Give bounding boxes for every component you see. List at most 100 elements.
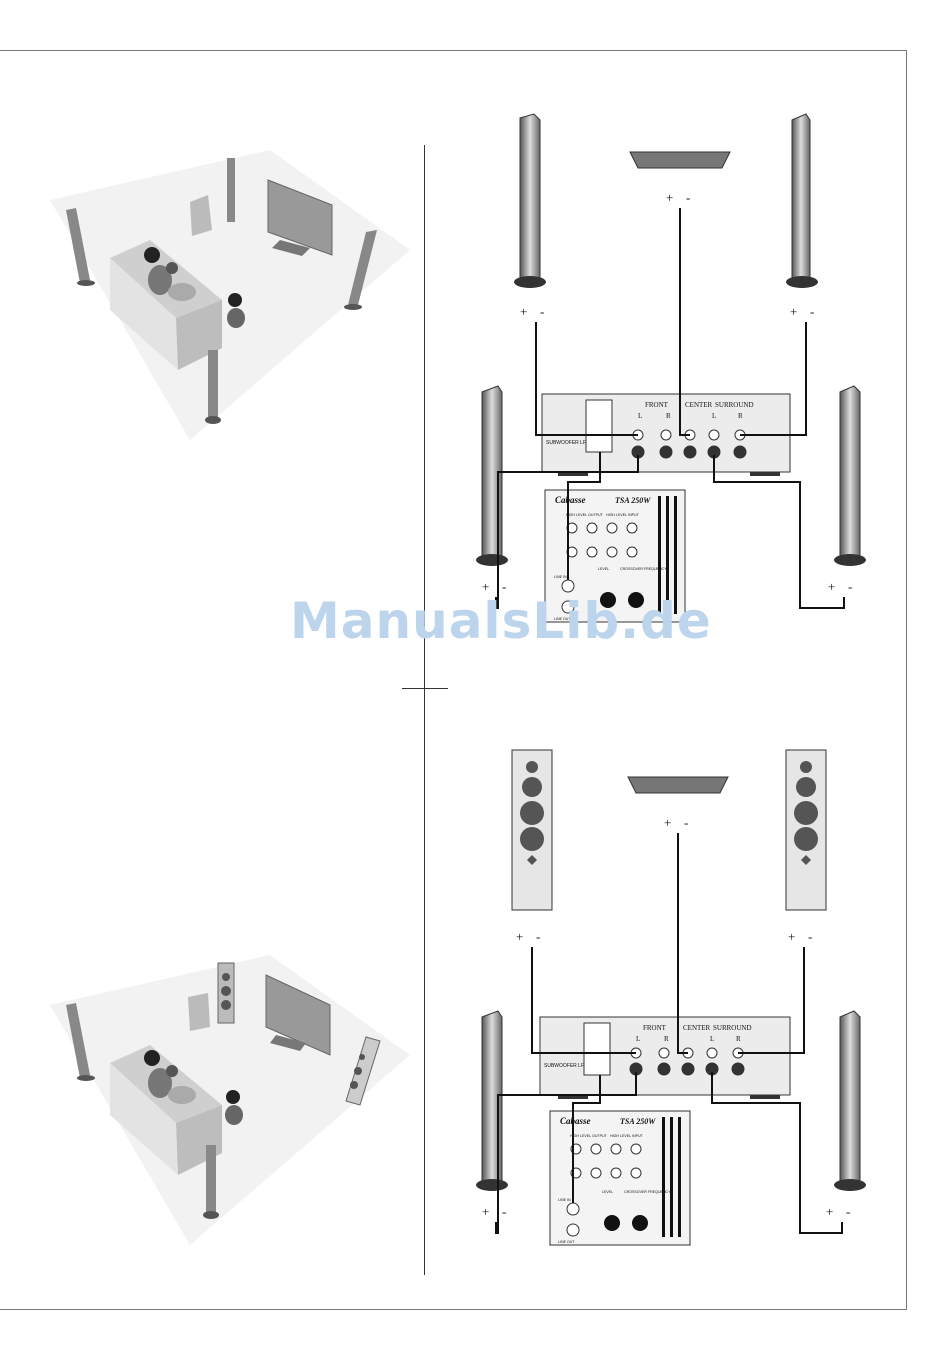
front-right-wire — [740, 322, 807, 436]
center-speaker — [629, 151, 731, 169]
svg-text:SURROUND: SURROUND — [713, 1024, 752, 1032]
svg-text:R: R — [736, 1035, 741, 1043]
room-illustration-top — [40, 140, 420, 460]
svg-text:-: - — [536, 929, 540, 944]
svg-text:LINE OUT: LINE OUT — [558, 1240, 575, 1244]
rear-center-speaker — [227, 158, 235, 222]
person-2 — [166, 262, 178, 274]
crossover-knob — [632, 1215, 648, 1231]
subwoofer-box — [190, 195, 212, 236]
svg-text:L: L — [636, 1035, 640, 1043]
watermark: ManualsLib.de — [290, 592, 712, 650]
svg-text:-: - — [810, 304, 814, 319]
level-knob — [600, 592, 616, 608]
front-left-speaker — [66, 1003, 90, 1078]
svg-text:+: + — [520, 304, 527, 319]
surround-right-wire — [711, 1072, 843, 1234]
svg-text:L: L — [710, 1035, 714, 1043]
front-right-wire — [738, 947, 805, 1054]
svg-text:R: R — [738, 412, 743, 420]
svg-text:L: L — [712, 412, 716, 420]
svg-text:Cabasse: Cabasse — [555, 495, 586, 505]
svg-text:FRONT: FRONT — [643, 1024, 667, 1032]
svg-text:-: - — [846, 1204, 850, 1219]
surround-left-speaker — [476, 1010, 508, 1191]
person-2 — [166, 1065, 178, 1077]
svg-text:LINE IN: LINE IN — [558, 1198, 571, 1202]
front-left-speaker — [66, 208, 90, 283]
svg-text:TSA 250W: TSA 250W — [615, 496, 651, 505]
tv-screen — [265, 974, 331, 1056]
center-wire — [677, 833, 688, 1054]
svg-text:R: R — [666, 412, 671, 420]
svg-text:-: - — [808, 929, 812, 944]
surround-right-speaker — [834, 1010, 866, 1191]
front-right-speaker — [348, 230, 377, 305]
svg-text:SUBWOOFER LFE: SUBWOOFER LFE — [546, 440, 590, 446]
svg-text:+: + — [482, 1204, 489, 1219]
wiring-diagram-2: +- +- +- +- +- FRONT CENTER SURROUND SUB… — [440, 735, 910, 1265]
surround-left-speaker — [476, 385, 508, 566]
svg-text:LEVEL: LEVEL — [602, 1190, 613, 1194]
svg-text:SURROUND: SURROUND — [715, 401, 754, 409]
svg-text:+: + — [482, 579, 489, 594]
child — [226, 1090, 240, 1104]
svg-text:L: L — [638, 412, 642, 420]
horizontal-divider — [402, 688, 448, 689]
svg-text:CROSSOVER FREQUENCY: CROSSOVER FREQUENCY — [620, 567, 667, 571]
page-frame — [0, 50, 907, 1310]
front-right-speaker — [786, 113, 818, 288]
svg-text:-: - — [686, 190, 690, 205]
svg-text:R: R — [664, 1035, 669, 1043]
svg-text:+: + — [666, 190, 673, 205]
svg-text:LEVEL: LEVEL — [598, 567, 609, 571]
svg-text:CENTER: CENTER — [683, 1024, 711, 1032]
svg-text:TSA 250W: TSA 250W — [620, 1117, 656, 1126]
svg-text:-: - — [502, 579, 506, 594]
center-wire — [679, 208, 690, 436]
svg-text:LINE OUT: LINE OUT — [554, 617, 571, 621]
svg-text:+: + — [788, 929, 795, 944]
svg-text:HIGH LEVEL OUTPUT: HIGH LEVEL OUTPUT — [566, 513, 604, 517]
tv-screen — [267, 179, 333, 256]
svg-text:+: + — [828, 579, 835, 594]
person-1 — [144, 247, 160, 263]
lfe-cable — [567, 452, 601, 580]
lfe-cable — [572, 1075, 601, 1203]
svg-text:HIGH LEVEL OUTPUT: HIGH LEVEL OUTPUT — [570, 1134, 608, 1138]
svg-text:+: + — [790, 304, 797, 319]
surround-left-wire — [495, 455, 639, 609]
child — [228, 293, 242, 307]
svg-text:HIGH LEVEL INPUT: HIGH LEVEL INPUT — [610, 1134, 644, 1138]
svg-text:-: - — [502, 1204, 506, 1219]
surround-right-speaker — [834, 385, 866, 566]
level-knob — [604, 1215, 620, 1231]
vertical-divider — [424, 145, 425, 1275]
svg-text:-: - — [848, 579, 852, 594]
svg-text:CENTER: CENTER — [685, 401, 713, 409]
front-left-wire — [531, 947, 636, 1054]
surround-left-wire — [495, 1072, 637, 1234]
room-illustration-bottom — [40, 945, 420, 1265]
surround-right-wire — [713, 455, 845, 609]
svg-text:+: + — [664, 815, 671, 830]
center-speaker — [627, 776, 729, 794]
svg-text:LINE IN: LINE IN — [554, 575, 567, 579]
person-1 — [144, 1050, 160, 1066]
front-right-speaker — [785, 749, 827, 911]
svg-text:-: - — [684, 815, 688, 830]
svg-text:Cabasse: Cabasse — [560, 1116, 591, 1126]
front-left-speaker — [514, 113, 546, 288]
wiring-diagram-1: +- +- +- +- +- FRONT CENTER SURROUND SUB… — [440, 110, 910, 640]
crossover-knob — [628, 592, 644, 608]
rear-speaker — [206, 1145, 216, 1213]
svg-text:SUBWOOFER LFE: SUBWOOFER LFE — [544, 1063, 588, 1069]
rear-speaker — [208, 350, 218, 418]
svg-text:FRONT: FRONT — [645, 401, 669, 409]
svg-text:HIGH LEVEL INPUT: HIGH LEVEL INPUT — [606, 513, 640, 517]
front-left-wire — [535, 322, 638, 436]
svg-text:-: - — [540, 304, 544, 319]
subwoofer-box — [188, 993, 210, 1031]
front-left-speaker — [511, 749, 553, 911]
svg-text:+: + — [516, 929, 523, 944]
